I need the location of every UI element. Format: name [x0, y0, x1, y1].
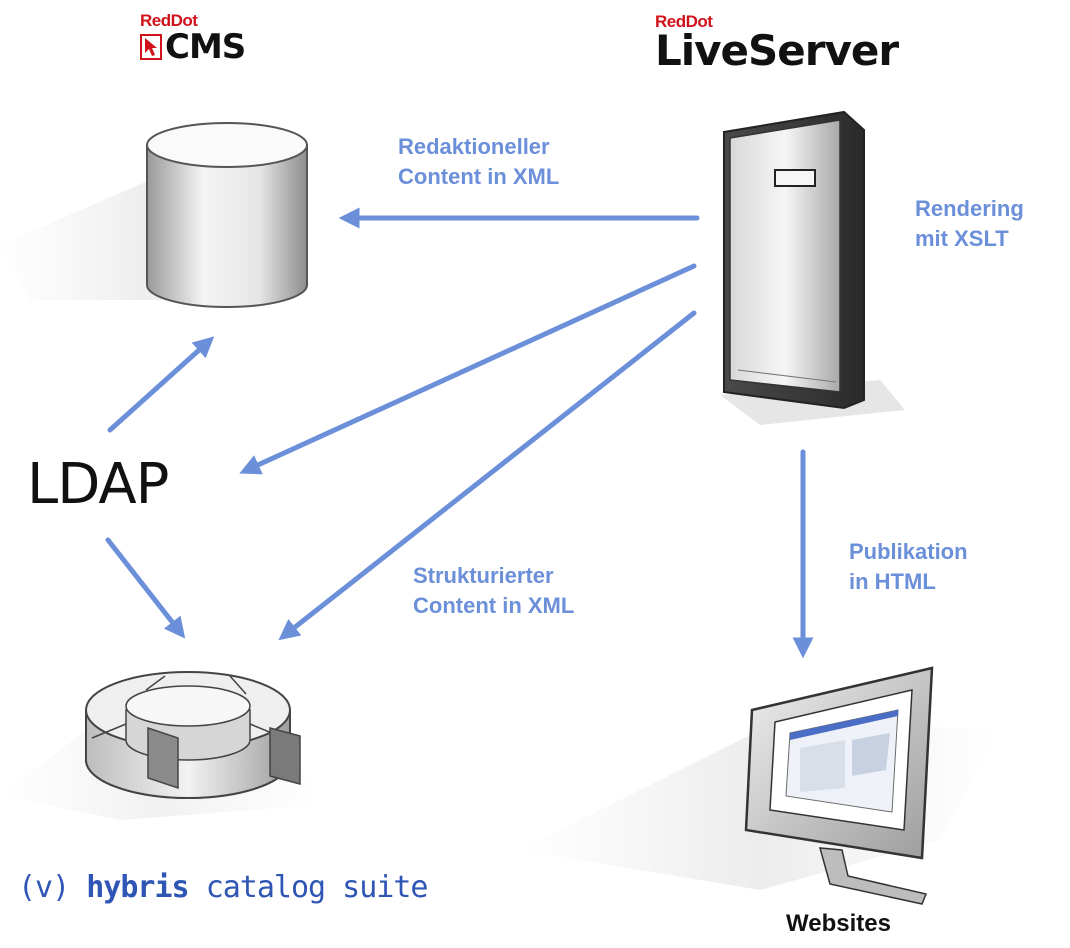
label-redaktioneller-content: Redaktioneller Content in XML: [398, 134, 560, 189]
cms-logo-brand: RedDot: [140, 11, 198, 30]
arrow-ldap-to-hybris: [105, 537, 186, 639]
arrow-server-to-ldap: [239, 263, 697, 475]
label-rendering-xslt: Rendering mit XSLT: [915, 196, 1024, 251]
cms-logo-product: CMS: [165, 27, 246, 67]
hybris-brand: hybris: [86, 870, 189, 905]
flow-arrows: [105, 207, 814, 659]
cms-database-icon: [0, 122, 308, 308]
hybris-ring-icon: [0, 671, 320, 820]
reddot-liveserver-logo: RedDot LiveServer: [655, 12, 899, 75]
liveserver-logo-brand: RedDot: [655, 12, 713, 31]
websites-label: Websites: [786, 910, 891, 937]
liveserver-logo-product: LiveServer: [655, 26, 899, 75]
arrow-server-to-hybris: [278, 310, 697, 641]
hybris-symbol: (v): [18, 870, 70, 905]
label-publikation-html: Publikation in HTML: [849, 539, 968, 594]
hybris-logo: (v) hybris catalog suite: [18, 873, 428, 903]
website-monitor-icon: [520, 666, 1000, 905]
arrow-ldap-to-cms: [107, 336, 215, 433]
cursor-icon: [140, 34, 162, 60]
ldap-label: LDAP: [27, 452, 169, 517]
liveserver-server-icon: [720, 110, 905, 425]
hybris-product: catalog suite: [205, 870, 429, 905]
reddot-cms-logo: RedDot CMS: [140, 11, 246, 67]
label-strukturierter-content: Strukturierter Content in XML: [413, 563, 575, 618]
